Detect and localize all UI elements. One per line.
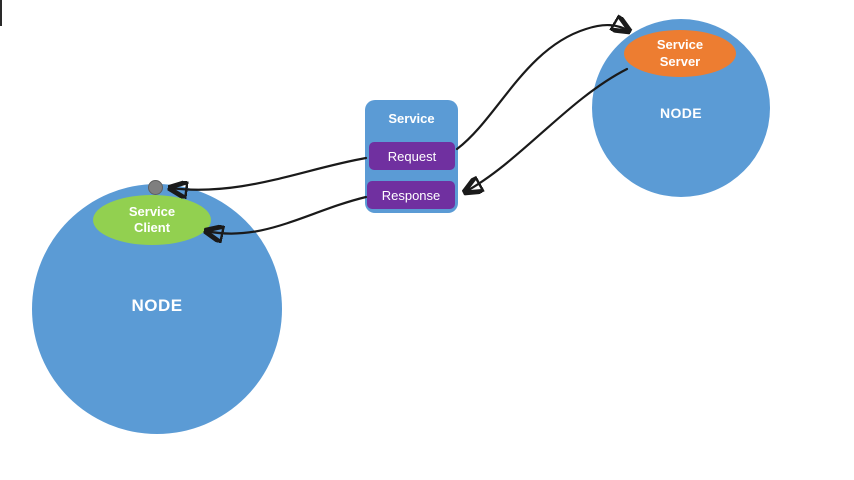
response-label: Response	[381, 187, 441, 203]
service-server-ellipse: Service Server	[624, 30, 736, 77]
request-to-client-port-arrow	[170, 156, 368, 190]
service-server-label: Service Server	[656, 37, 704, 69]
left-node-label: NODE	[131, 296, 183, 315]
service-box-title: Service	[388, 111, 435, 126]
response-box: Response	[367, 181, 455, 209]
right-node-label: NODE	[659, 105, 703, 121]
request-box: Request	[369, 142, 455, 170]
screen-edge-artifact	[0, 0, 2, 26]
service-client-label: Service Client	[128, 203, 176, 235]
client-port-dot	[148, 180, 163, 195]
request-label: Request	[387, 148, 437, 164]
service-client-ellipse: Service Client	[93, 195, 211, 245]
